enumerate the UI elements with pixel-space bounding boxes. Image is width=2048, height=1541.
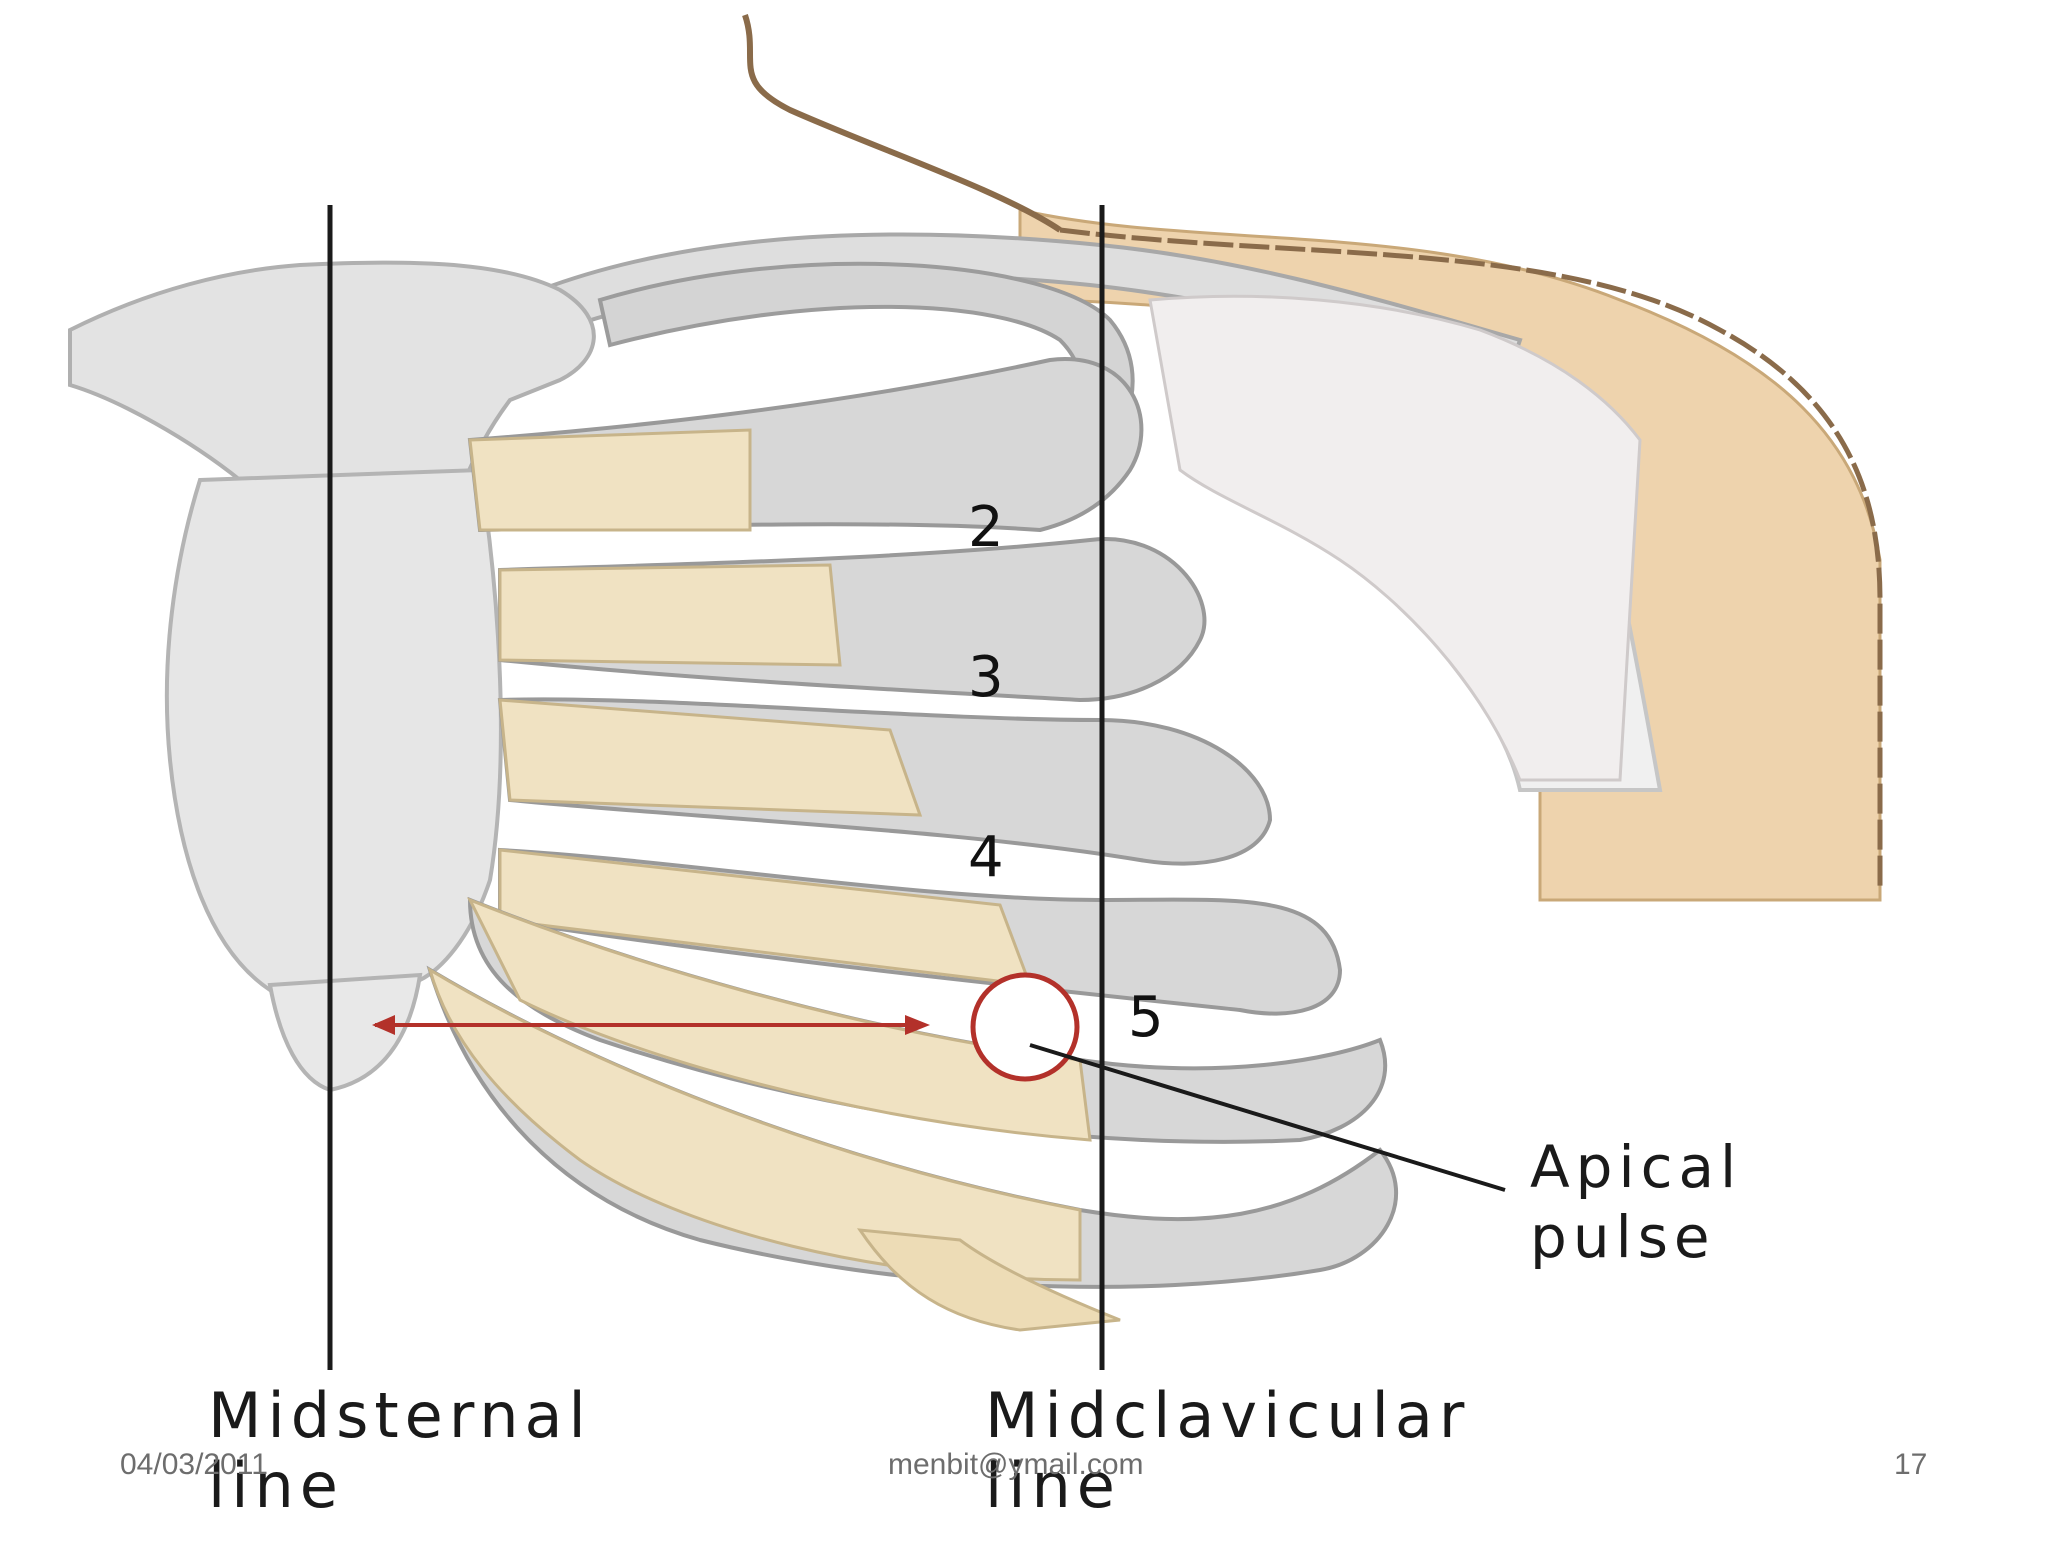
apical-label-line1: Apical	[1530, 1133, 1743, 1201]
rib-label-5: 5	[1128, 985, 1164, 1050]
costal-margin	[856, 1228, 1121, 1332]
midclavicular-label-line2: line	[985, 1449, 1121, 1522]
cartilage-6	[466, 897, 1092, 1142]
scapula	[1148, 294, 1642, 782]
apical-pulse-marker	[970, 972, 1080, 1082]
rib-label-2: 2	[968, 495, 1004, 560]
ribs	[426, 357, 1399, 1332]
footer-page-number: 17	[1894, 1448, 1928, 1481]
shoulder-outline	[1059, 227, 1883, 890]
cartilage-4	[498, 698, 923, 817]
arrow-head-left	[372, 1015, 395, 1035]
arrow-head-right	[905, 1015, 930, 1035]
cartilage-2	[468, 428, 752, 532]
midclavicular-label-line1: Midclavicular	[985, 1379, 1471, 1452]
cartilage-3	[498, 563, 842, 667]
rib-label-3: 3	[968, 645, 1004, 710]
sternum-body	[164, 467, 503, 993]
rib-label-4: 4	[968, 825, 1004, 890]
apical-label-line2: pulse	[1530, 1203, 1716, 1271]
footer-email: menbit@ymail.com	[888, 1448, 1144, 1481]
midsternal-label-line1: Midsternal	[208, 1379, 592, 1452]
midsternal-label-line2: line	[208, 1449, 344, 1522]
footer-date: 04/03/2011	[120, 1448, 268, 1481]
neck-outline	[742, 14, 1062, 233]
apical-pointer-line	[1029, 1043, 1506, 1192]
xiphoid	[267, 972, 423, 1093]
